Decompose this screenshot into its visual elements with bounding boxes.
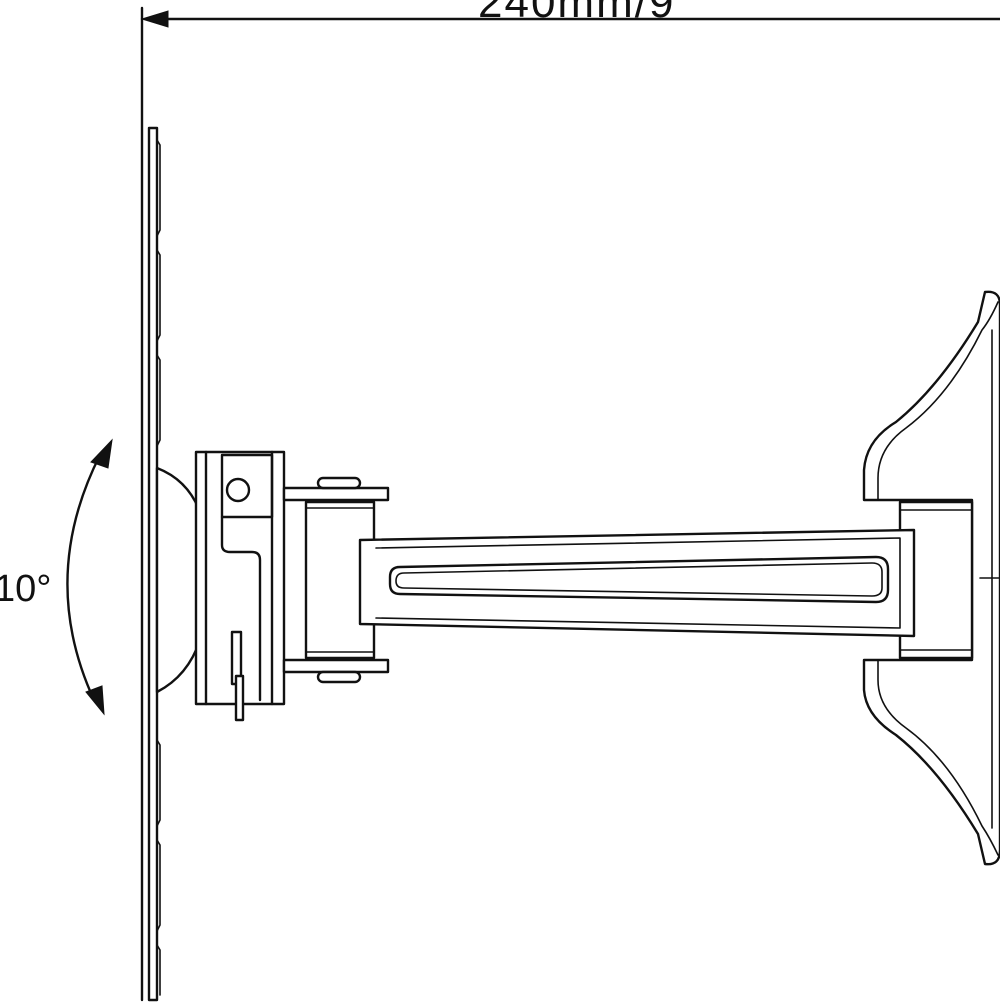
upper-hinge-knuckle [282,476,390,502]
tilt-arrowhead-up [90,438,113,469]
tilt-arrowhead-down [85,685,105,716]
dimension-label: 240mm/9” [478,0,693,27]
arm-slot [388,555,890,604]
wall-base [862,290,1000,866]
tilt-hub [155,466,202,694]
tilt-arc [66,438,113,716]
hinge-cylinder [304,500,376,660]
swing-arm [358,528,916,638]
tilt-pivot-circle [225,477,251,503]
tilt-angle-label: 10° [0,568,52,610]
lower-hinge-knuckle [282,658,390,684]
tilt-bracket [194,450,286,722]
dimension-line [140,6,1000,1002]
dimension-arrowhead [140,10,169,28]
